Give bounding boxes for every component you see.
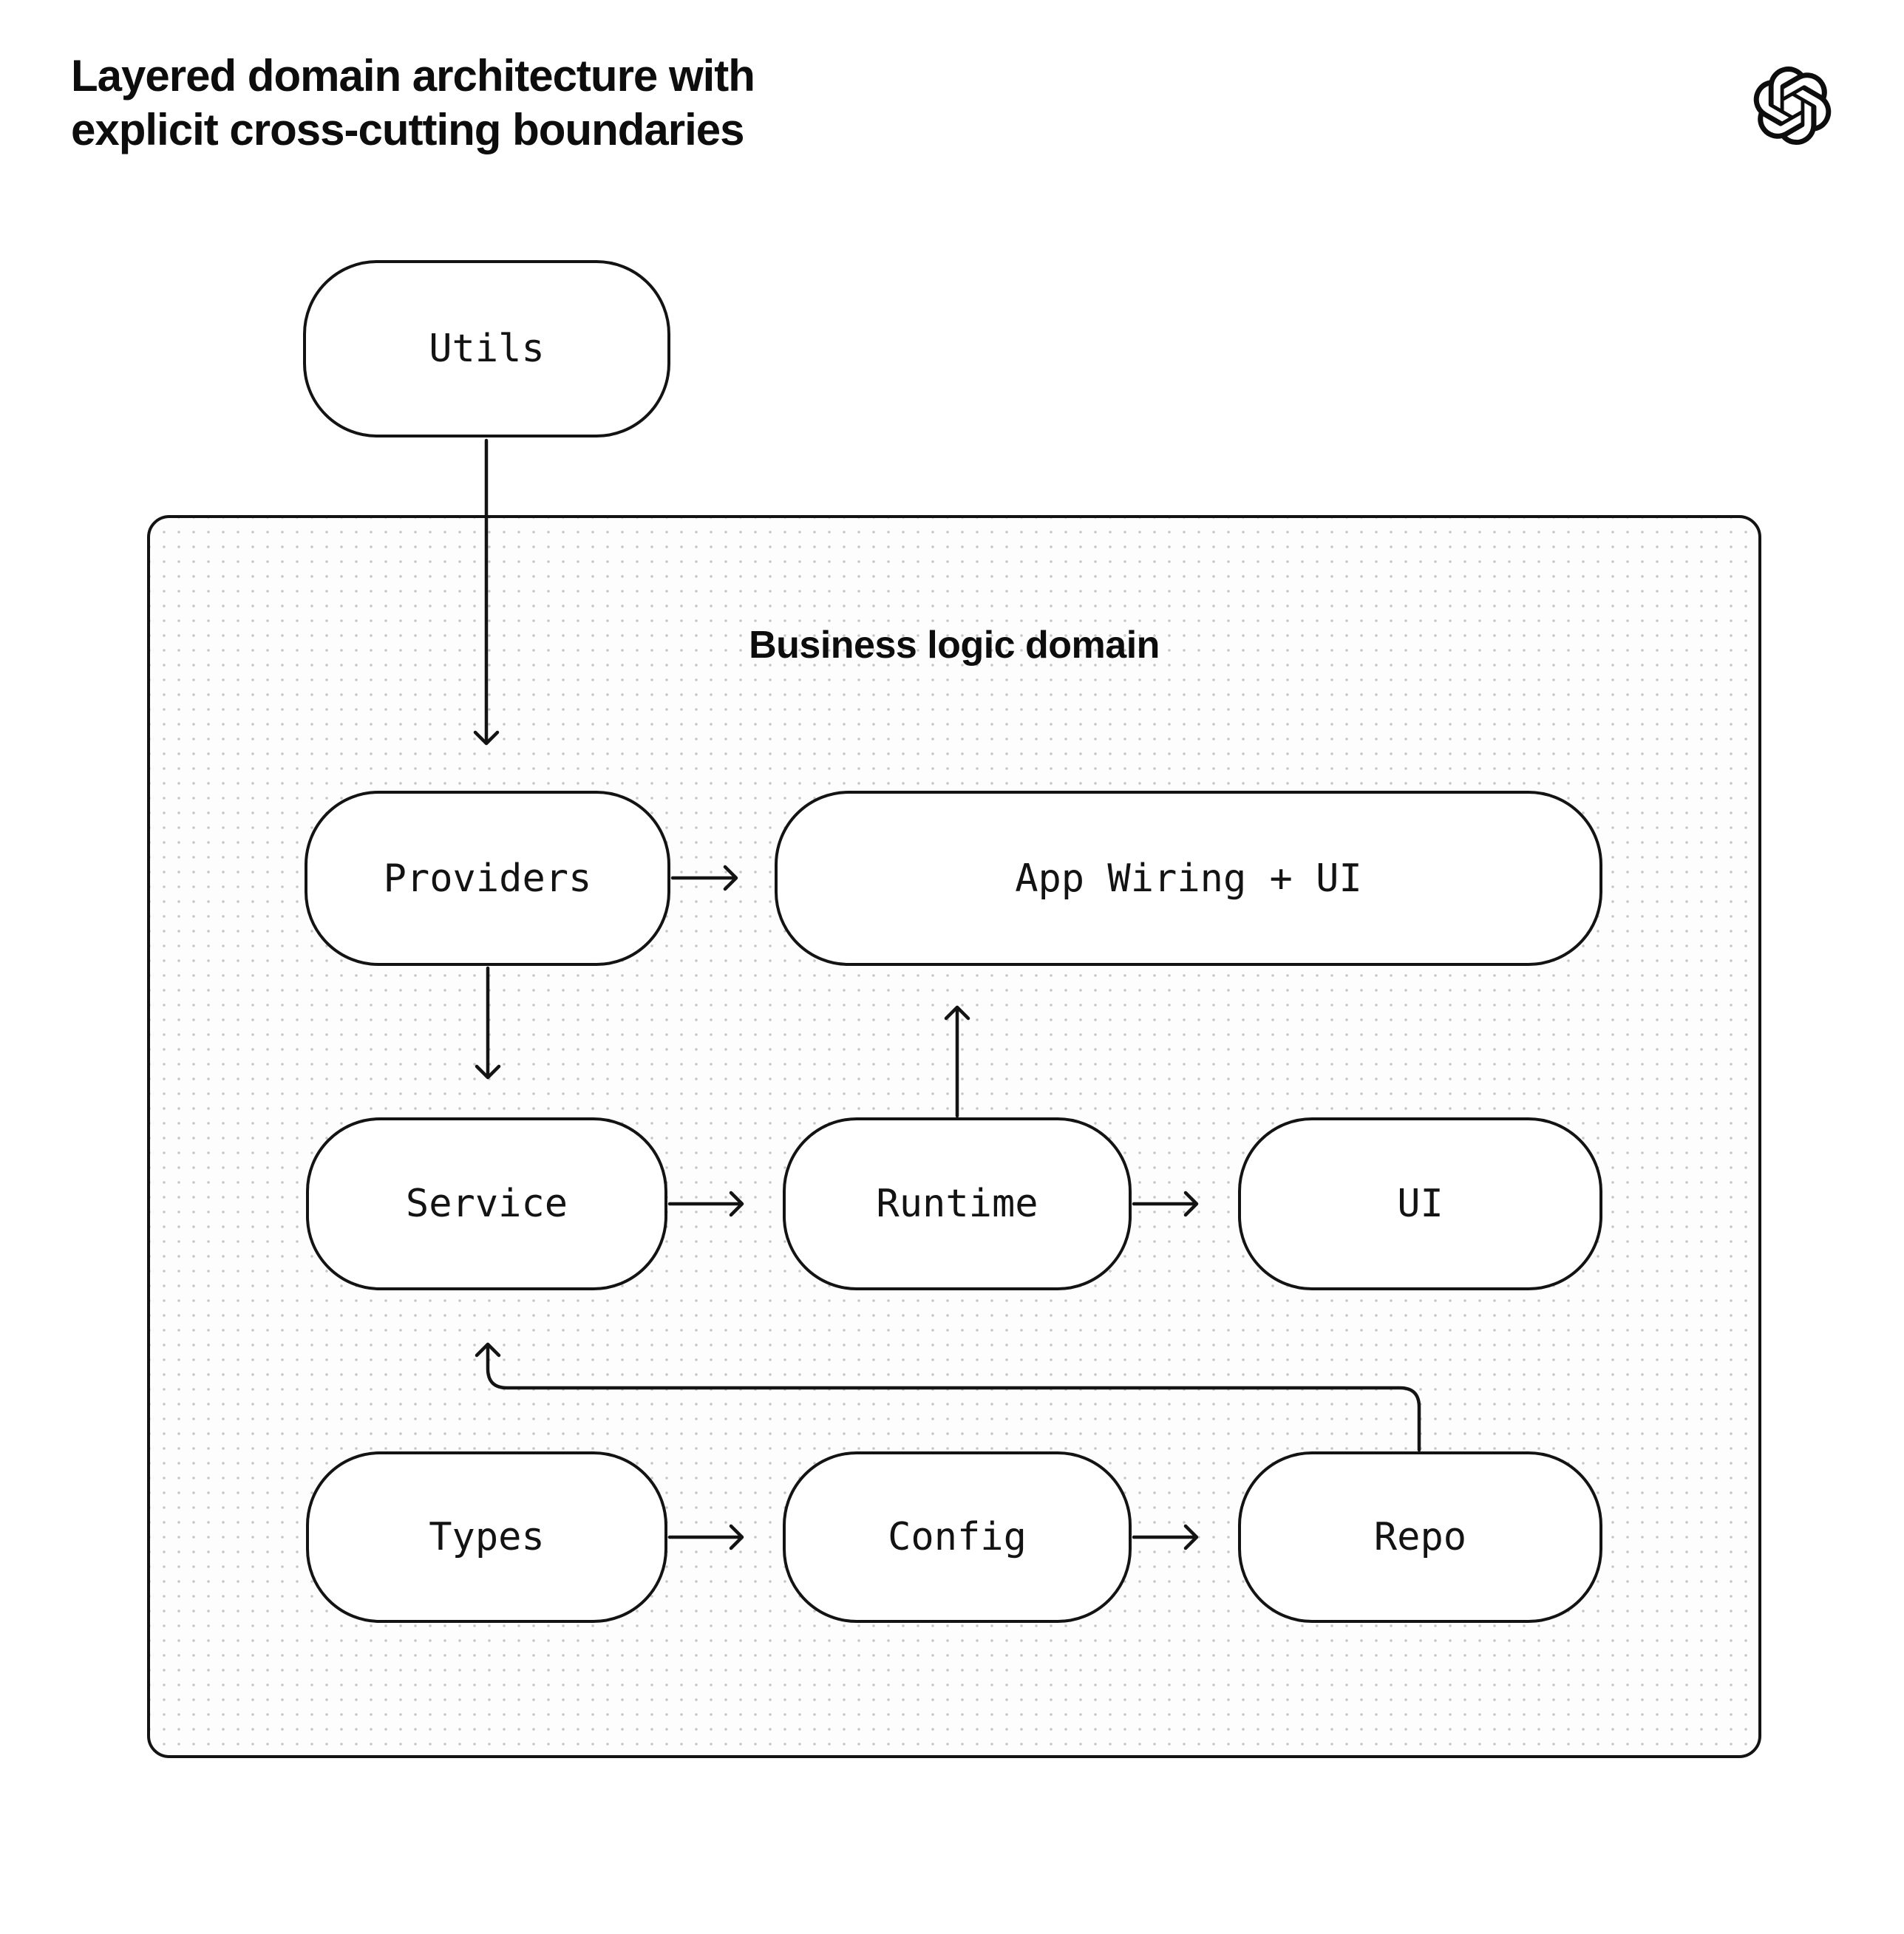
node-repo: Repo	[1238, 1451, 1602, 1623]
domain-label: Business logic domain	[749, 624, 1160, 667]
node-providers: Providers	[305, 791, 670, 966]
openai-logo-icon	[1753, 67, 1832, 145]
node-types: Types	[306, 1451, 667, 1623]
page-title: Layered domain architecture with explici…	[71, 51, 755, 155]
node-ui: UI	[1238, 1117, 1602, 1290]
node-app-wiring-ui: App Wiring + UI	[775, 791, 1602, 966]
node-providers-label: Providers	[383, 856, 592, 901]
node-app-wiring-ui-label: App Wiring + UI	[1015, 856, 1362, 901]
node-ui-label: UI	[1397, 1182, 1444, 1226]
node-repo-label: Repo	[1373, 1515, 1467, 1559]
node-config-label: Config	[888, 1515, 1027, 1559]
node-service: Service	[306, 1117, 667, 1290]
node-utils-label: Utils	[429, 327, 545, 371]
node-types-label: Types	[429, 1515, 545, 1559]
node-utils: Utils	[303, 260, 670, 437]
node-runtime-label: Runtime	[876, 1182, 1038, 1226]
node-runtime: Runtime	[783, 1117, 1132, 1290]
node-service-label: Service	[405, 1182, 568, 1226]
node-config: Config	[783, 1451, 1132, 1623]
